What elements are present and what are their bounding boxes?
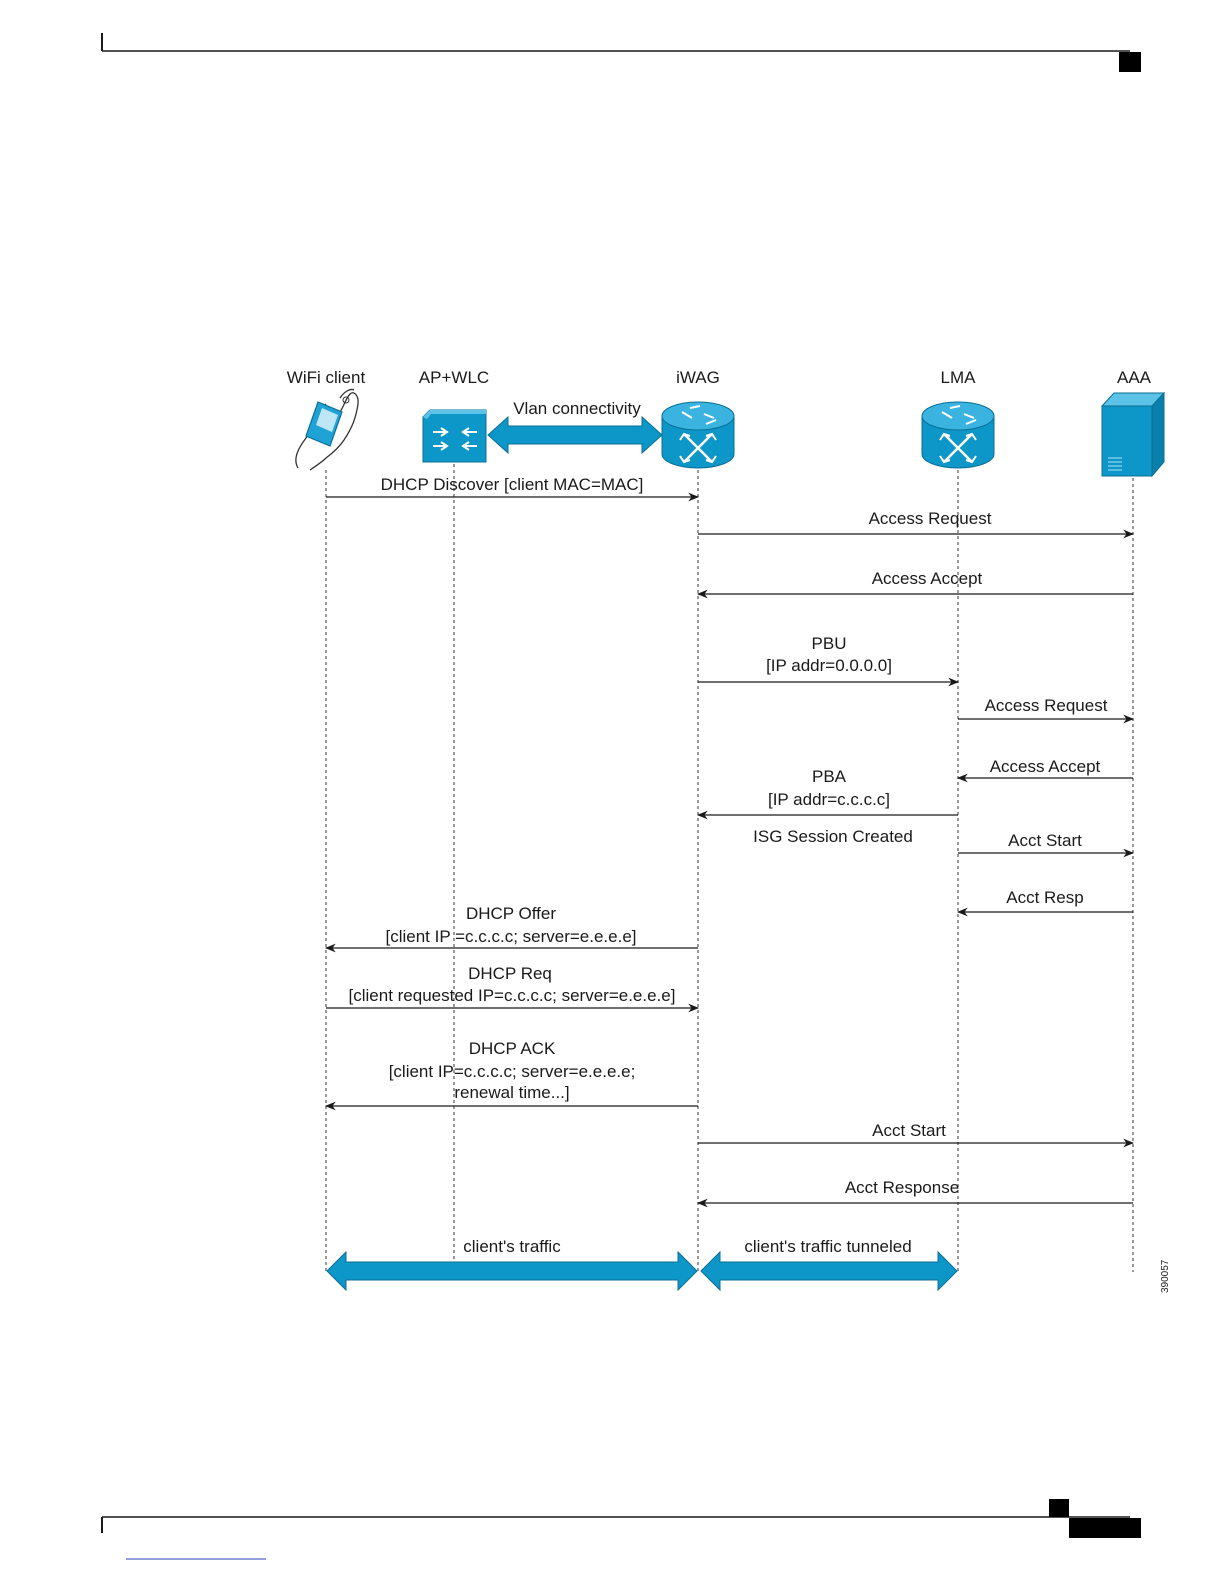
- hand-held-phone-icon: [295, 388, 359, 471]
- router-icon-lma: [921, 401, 995, 469]
- header-marker: [1119, 52, 1141, 72]
- message-label-dhcp-ack: DHCP ACK: [469, 1039, 556, 1058]
- vlan-connectivity-link: Vlan connectivity: [487, 399, 663, 455]
- tunneled-traffic-arrow: [700, 1250, 958, 1292]
- message-detail-dhcp-req: [client requested IP=c.c.c.c; server=e.e…: [349, 986, 676, 1005]
- participant-label-iwag: iWAG: [676, 368, 720, 387]
- message-label-pbu: PBU: [812, 634, 847, 653]
- message-detail-pba: [IP addr=c.c.c.c]: [768, 790, 890, 809]
- message-label-lma-acct-start: Acct Start: [1008, 831, 1082, 850]
- message-label-lma-access-request: Access Request: [985, 696, 1108, 715]
- message-label-access-request: Access Request: [869, 509, 992, 528]
- participant-label-client: WiFi client: [287, 368, 366, 387]
- message-detail-dhcp-ack-1: [client IP=c.c.c.c; server=e.e.e.e;: [389, 1062, 636, 1081]
- vlan-label: Vlan connectivity: [513, 399, 641, 418]
- tunneled-traffic-label: client's traffic tunneled: [744, 1237, 911, 1256]
- message-label-lma-acct-resp: Acct Resp: [1006, 888, 1083, 907]
- participant-label-ap: AP+WLC: [419, 368, 489, 387]
- page-header: [101, 33, 1141, 72]
- lifelines: [325, 464, 1134, 1272]
- participant-headers: WiFi client AP+WLC iWAG LMA AAA: [287, 368, 1152, 387]
- client-traffic-label: client's traffic: [463, 1237, 561, 1256]
- message-label-dhcp-req: DHCP Req: [468, 964, 552, 983]
- wlc-switch-icon: [422, 409, 487, 463]
- message-label-dhcp-discover: DHCP Discover [client MAC=MAC]: [381, 475, 644, 494]
- message-detail-dhcp-offer: [client IP =c.c.c.c; server=e.e.e.e]: [385, 927, 636, 946]
- message-detail-dhcp-ack-2: renewal time...]: [454, 1083, 569, 1102]
- participant-label-aaa: AAA: [1117, 368, 1152, 387]
- footer-marker-bar: [1069, 1518, 1141, 1538]
- client-traffic-arrow: [326, 1250, 698, 1292]
- footer-marker-small: [1049, 1499, 1069, 1517]
- page-footer: [101, 1499, 1141, 1560]
- router-icon-iwag: [661, 401, 735, 469]
- message-label-access-accept: Access Accept: [872, 569, 983, 588]
- traffic-arrows: client's traffic client's traffic tunnel…: [326, 1237, 958, 1292]
- message-detail-pbu: [IP addr=0.0.0.0]: [766, 656, 892, 675]
- message-label-dhcp-offer: DHCP Offer: [466, 904, 556, 923]
- message-label-acct-start: Acct Start: [872, 1121, 946, 1140]
- message-label-pba: PBA: [812, 767, 847, 786]
- figure-number: 390057: [1160, 1259, 1171, 1293]
- message-label-acct-response: Acct Response: [845, 1178, 959, 1197]
- participant-label-lma: LMA: [941, 368, 977, 387]
- isg-session-note: ISG Session Created: [753, 827, 913, 846]
- messages: DHCP Discover [client MAC=MAC] Access Re…: [324, 475, 1135, 1208]
- message-label-lma-access-accept: Access Accept: [990, 757, 1101, 776]
- server-tower-icon: [1100, 391, 1166, 478]
